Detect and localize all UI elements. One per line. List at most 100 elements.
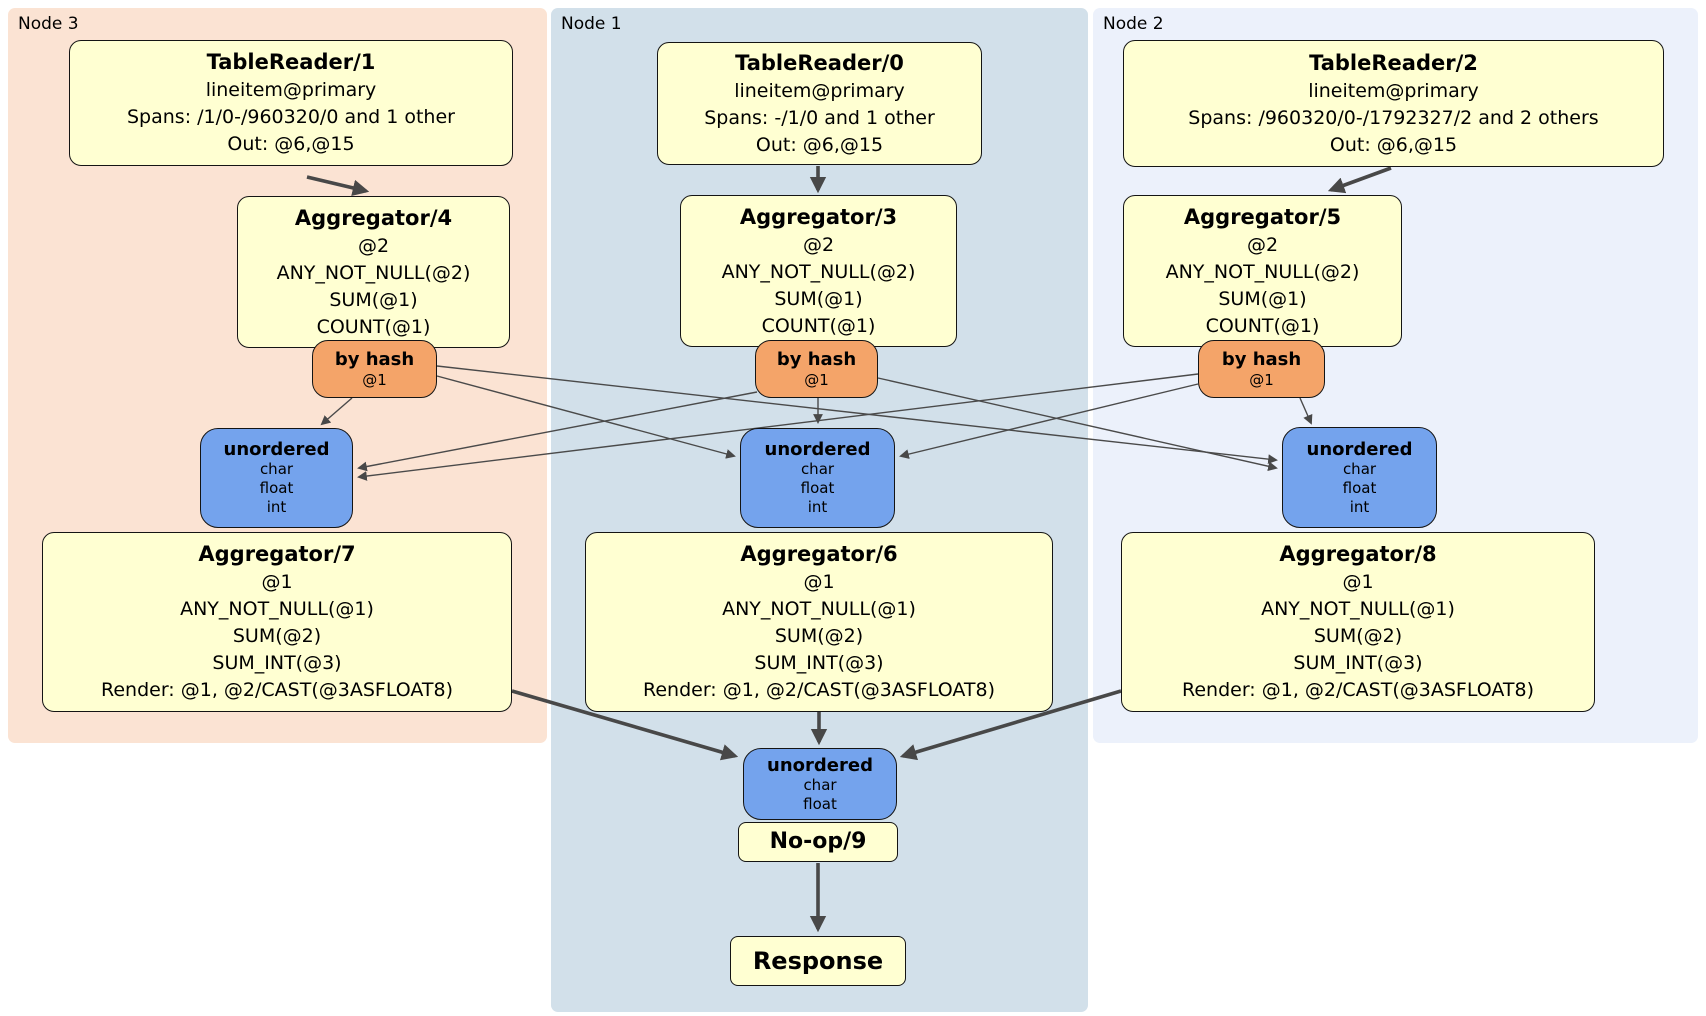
- processor-line: @2: [1246, 233, 1279, 256]
- processor-line: @2: [357, 234, 390, 257]
- processor-line: SUM(@1): [774, 287, 863, 310]
- processor-line: @1: [1342, 571, 1374, 593]
- edge-hashL-unorderedL: [320, 397, 353, 426]
- sync-line: float: [803, 794, 837, 813]
- processor-line: SUM_INT(@3): [754, 652, 884, 674]
- sync-title: unordered: [223, 439, 330, 460]
- edge-hashC-unorderedR: [877, 377, 1278, 472]
- processor-line: @1: [261, 571, 293, 593]
- processor-noop-9: No-op/9: [738, 822, 898, 862]
- node-region-label: Node 1: [561, 14, 622, 34]
- processor-line: Out: @6,@15: [1329, 133, 1458, 156]
- edge-hashR-unorderedR: [1299, 397, 1313, 425]
- processor-title: Aggregator/6: [740, 542, 898, 566]
- processor-line: lineitem@primary: [1308, 79, 1479, 102]
- processor-title: Aggregator/4: [294, 205, 453, 230]
- processor-aggregator-4: Aggregator/4 @2 ANY_NOT_NULL(@2) SUM(@1)…: [237, 196, 510, 348]
- edge-aggregator8-unordered-final: [899, 689, 1122, 761]
- processor-line: Out: @6,@15: [755, 133, 884, 156]
- processor-line: Out: @6,@15: [227, 133, 355, 155]
- processor-line: SUM(@1): [1218, 287, 1307, 310]
- processor-tablereader-1: TableReader/1 lineitem@primary Spans: /1…: [69, 40, 513, 166]
- processor-line: Render: @1, @2/CAST(@3ASFLOAT8): [643, 679, 995, 701]
- response-node: Response: [730, 936, 906, 986]
- processor-line: Render: @1, @2/CAST(@3ASFLOAT8): [1182, 679, 1534, 701]
- processor-line: @1: [803, 571, 835, 593]
- edge-hashC-unorderedL: [357, 391, 758, 472]
- sync-title: unordered: [764, 439, 871, 460]
- router-by-hash-left: by hash @1: [312, 340, 437, 398]
- sync-line: int: [1349, 497, 1370, 516]
- edge-hashL-unorderedR: [436, 365, 1278, 464]
- edge-hashR-unorderedC: [899, 383, 1199, 459]
- processor-title: Aggregator/5: [1183, 204, 1342, 229]
- sync-title: unordered: [767, 754, 873, 776]
- processor-aggregator-7: Aggregator/7 @1 ANY_NOT_NULL(@1) SUM(@2)…: [42, 532, 512, 712]
- processor-line: SUM(@1): [329, 288, 418, 311]
- router-detail: @1: [362, 371, 387, 389]
- router-by-hash-center: by hash @1: [755, 340, 878, 398]
- processor-aggregator-8: Aggregator/8 @1 ANY_NOT_NULL(@1) SUM(@2)…: [1121, 532, 1595, 712]
- processor-line: ANY_NOT_NULL(@2): [721, 260, 916, 283]
- processor-tablereader-2: TableReader/2 lineitem@primary Spans: /9…: [1123, 40, 1664, 167]
- processor-title: TableReader/2: [1309, 50, 1478, 75]
- processor-line: Spans: -/1/0 and 1 other: [704, 106, 935, 129]
- edge-tablereader2-aggregator5: [1327, 166, 1392, 194]
- node-region-label: Node 3: [18, 14, 79, 34]
- sync-line: char: [1342, 459, 1377, 478]
- sync-line: char: [800, 460, 835, 478]
- processor-line: ANY_NOT_NULL(@1): [722, 598, 916, 620]
- processor-title: TableReader/0: [735, 50, 904, 75]
- processor-title: Aggregator/7: [198, 542, 356, 566]
- edge-tablereader1-aggregator4: [306, 175, 370, 196]
- processor-title: TableReader/1: [206, 50, 376, 74]
- processor-line: lineitem@primary: [734, 79, 905, 102]
- processor-line: SUM_INT(@3): [212, 652, 342, 674]
- processor-line: Spans: /1/0-/960320/0 and 1 other: [127, 106, 455, 128]
- processor-line: ANY_NOT_NULL(@1): [180, 598, 374, 620]
- sync-unordered-final: unordered char float: [743, 748, 897, 820]
- router-detail: @1: [1249, 371, 1274, 389]
- sync-unordered-left: unordered char float int: [200, 428, 353, 528]
- processor-line: SUM(@2): [774, 625, 864, 647]
- router-by-hash-right: by hash @1: [1198, 340, 1325, 398]
- processor-line: SUM_INT(@3): [1293, 652, 1423, 674]
- processor-line: ANY_NOT_NULL(@2): [276, 261, 471, 284]
- processor-line: COUNT(@1): [1205, 314, 1320, 337]
- processor-line: ANY_NOT_NULL(@2): [1165, 260, 1360, 283]
- processor-aggregator-5: Aggregator/5 @2 ANY_NOT_NULL(@2) SUM(@1)…: [1123, 195, 1402, 347]
- sync-line: char: [259, 460, 294, 478]
- processor-line: Render: @1, @2/CAST(@3ASFLOAT8): [101, 679, 453, 701]
- edge-aggregator7-unordered-final: [511, 689, 739, 761]
- processor-line: COUNT(@1): [761, 314, 876, 337]
- sync-line: float: [1342, 478, 1377, 497]
- sync-line: int: [266, 498, 287, 516]
- processor-title: Response: [752, 947, 884, 975]
- router-detail: @1: [804, 371, 829, 389]
- router-title: by hash: [776, 349, 857, 370]
- processor-aggregator-6: Aggregator/6 @1 ANY_NOT_NULL(@1) SUM(@2)…: [585, 532, 1053, 712]
- processor-aggregator-3: Aggregator/3 @2 ANY_NOT_NULL(@2) SUM(@1)…: [680, 195, 957, 347]
- sync-line: float: [800, 479, 835, 497]
- node-region-label: Node 2: [1103, 14, 1164, 34]
- sync-unordered-right: unordered char float int: [1282, 427, 1437, 528]
- processor-line: Spans: /960320/0-/1792327/2 and 2 others: [1188, 106, 1599, 129]
- edge-hashL-unorderedC: [436, 375, 736, 459]
- sync-line: int: [807, 498, 828, 516]
- sync-unordered-center: unordered char float int: [740, 428, 895, 528]
- processor-line: COUNT(@1): [316, 315, 431, 338]
- router-title: by hash: [1221, 349, 1302, 370]
- edge-hashR-unorderedL: [357, 373, 1199, 481]
- processor-line: SUM(@2): [232, 625, 322, 647]
- processor-line: @2: [802, 233, 835, 256]
- processor-title: No-op/9: [769, 829, 867, 854]
- sync-title: unordered: [1306, 438, 1413, 460]
- processor-line: ANY_NOT_NULL(@1): [1261, 598, 1455, 620]
- processor-title: Aggregator/8: [1279, 542, 1437, 566]
- processor-line: lineitem@primary: [205, 79, 377, 101]
- processor-line: SUM(@2): [1313, 625, 1403, 647]
- sync-line: float: [259, 479, 294, 497]
- processor-title: Aggregator/3: [739, 204, 898, 229]
